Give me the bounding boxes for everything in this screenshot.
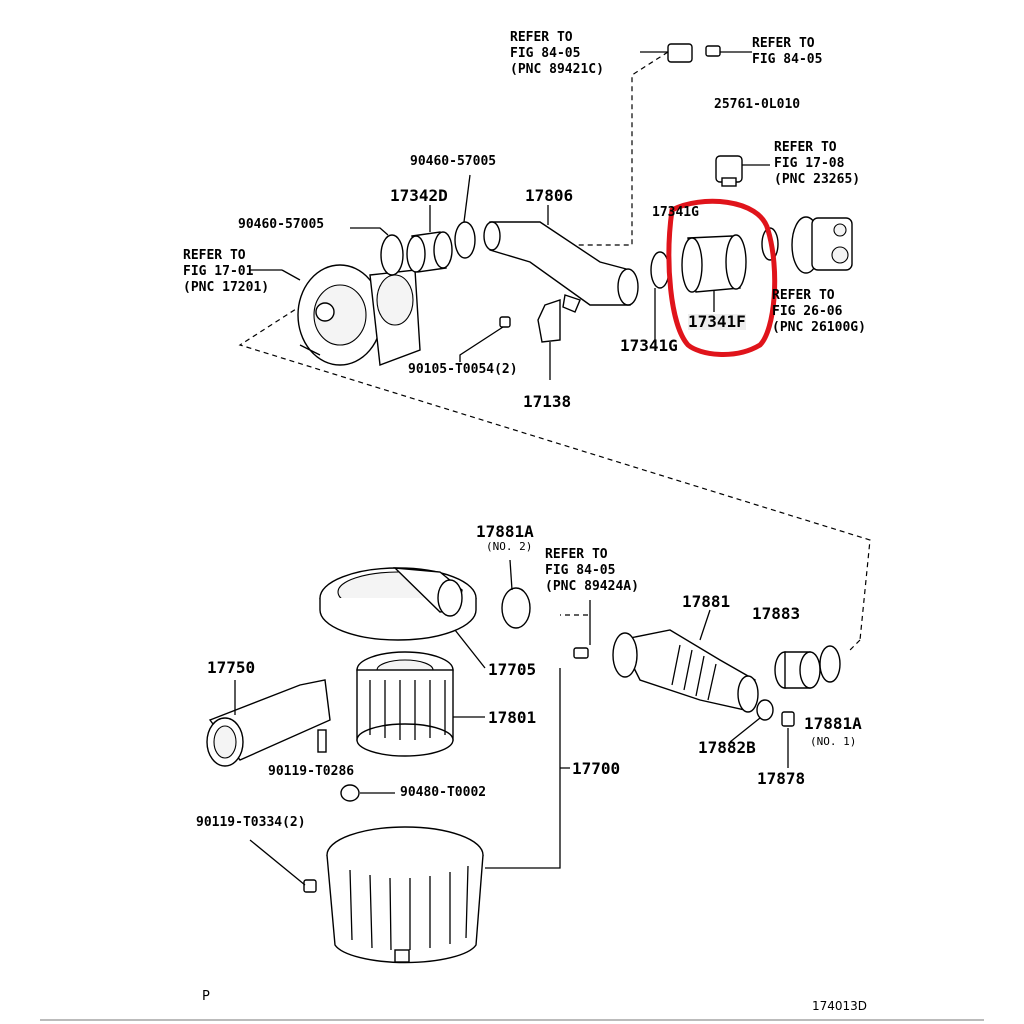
bolt-90119-t0334	[249, 839, 317, 893]
label-90460-a: 90460-57005	[238, 217, 325, 232]
dashed-leaders	[238, 51, 871, 651]
label-17342d: 17342D	[390, 186, 448, 205]
label-17700: 17700	[572, 759, 621, 778]
ref-line: REFER TO	[510, 30, 573, 45]
ref-line: REFER TO	[183, 248, 246, 263]
turbocharger	[250, 264, 421, 366]
ref-line: FIG 17-01	[183, 264, 254, 279]
bolt-90105	[459, 316, 511, 362]
figure-id: 174013D	[812, 999, 868, 1013]
hose-clamp-90460-b	[454, 174, 476, 259]
grommet-90480	[340, 784, 395, 802]
union-fitting	[640, 43, 752, 63]
label-17883: 17883	[752, 604, 801, 623]
air-filter-17801	[356, 651, 485, 757]
sensor-89424a	[573, 600, 591, 659]
label-17878: 17878	[757, 769, 806, 788]
ref-17-08: REFER TO FIG 17-08 (PNC 23265)	[774, 140, 860, 188]
bolt-90119-t0286	[317, 729, 327, 753]
ref-line: REFER TO	[752, 36, 815, 51]
label-17138: 17138	[523, 392, 572, 411]
ref-line: (PNC 89421C)	[510, 62, 604, 77]
label-90119-t0334: 90119-T0334(2)	[196, 815, 306, 830]
label-90119-t0286: 90119-T0286	[268, 764, 355, 779]
label-17801: 17801	[488, 708, 537, 727]
air-cleaner-cap-17705	[319, 567, 486, 669]
hose-clamp-90460-a	[350, 227, 404, 276]
label-17341g-top: 17341G	[652, 205, 699, 220]
label-17705: 17705	[488, 660, 537, 679]
label-17881a-no1: 17881A	[804, 714, 862, 733]
hose-clamp-17881a-no1	[819, 645, 841, 683]
corner-mark: P	[202, 989, 210, 1004]
label-90460-b: 90460-57005	[410, 154, 497, 169]
intake-hose-17881	[612, 609, 759, 713]
ref-line: REFER TO	[772, 288, 835, 303]
ref-line: FIG 84-05	[510, 46, 581, 61]
inlet-duct-17750	[206, 679, 331, 767]
ref-line: FIG 84-05	[752, 52, 823, 67]
label-17881: 17881	[682, 592, 731, 611]
ref-line: (PNC 26100G)	[772, 320, 866, 335]
throttle-body	[791, 216, 853, 274]
label-25761: 25761-0L010	[714, 97, 801, 112]
air-cleaner-case	[326, 826, 484, 964]
bracket-17138	[537, 299, 561, 380]
ref-26-06: REFER TO FIG 26-06 (PNC 26100G)	[772, 288, 866, 336]
ref-line: FIG 17-08	[774, 156, 845, 171]
ref-line: (PNC 17201)	[183, 280, 270, 295]
hose-17883	[774, 651, 821, 689]
highlight-circle	[666, 198, 778, 357]
ref-84-05-c: REFER TO FIG 84-05 (PNC 89424A)	[545, 547, 639, 595]
label-no2: (NO. 2)	[486, 540, 533, 553]
gasket-17882b	[729, 699, 774, 743]
label-no1: (NO. 1)	[810, 735, 857, 748]
label-17806: 17806	[525, 186, 574, 205]
label-17750: 17750	[207, 658, 256, 677]
label-17341g-bottom: 17341G	[620, 336, 678, 355]
hose-clamp-17341g-left	[650, 251, 670, 340]
vsv-valve	[715, 155, 770, 187]
label-17881a-no2: 17881A	[476, 522, 534, 541]
ref-line: FIG 84-05	[545, 563, 616, 578]
hose-17342d	[406, 205, 453, 273]
plug-17878	[781, 711, 795, 768]
ref-line: FIG 26-06	[772, 304, 843, 319]
label-17341f: 17341F	[688, 312, 746, 331]
vacuum-hose-25761	[677, 59, 722, 162]
ref-line: REFER TO	[774, 140, 837, 155]
ref-line: (PNC 23265)	[774, 172, 861, 187]
leader-17700	[485, 668, 570, 869]
label-90480: 90480-T0002	[400, 785, 487, 800]
ref-17-01: REFER TO FIG 17-01 (PNC 17201)	[183, 248, 269, 296]
ref-84-05-a: REFER TO FIG 84-05 (PNC 89421C)	[510, 30, 604, 78]
hose-clamp-17881a-no2	[501, 559, 531, 629]
intake-pipe-17806	[483, 205, 639, 313]
ref-line: REFER TO	[545, 547, 608, 562]
label-17882b: 17882B	[698, 738, 756, 757]
ref-line: (PNC 89424A)	[545, 579, 639, 594]
ref-84-05-b: REFER TO FIG 84-05	[752, 36, 822, 68]
label-90105: 90105-T0054(2)	[408, 362, 518, 377]
hose-17341f	[681, 234, 747, 312]
